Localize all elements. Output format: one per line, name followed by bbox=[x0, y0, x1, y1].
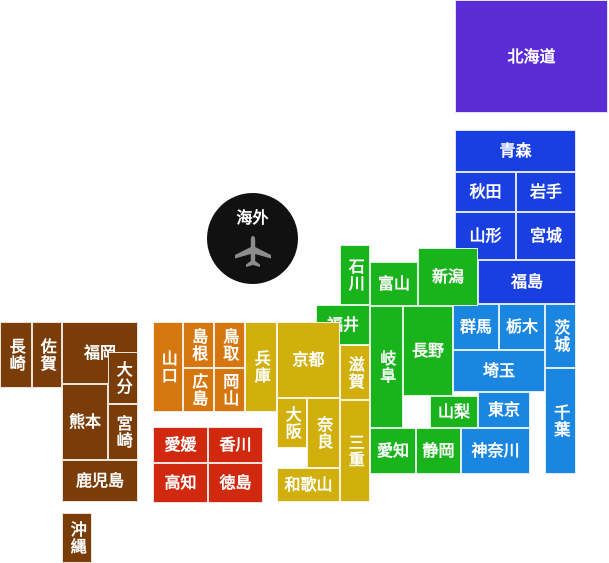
pref-akita[interactable]: 秋田 bbox=[455, 172, 516, 212]
pref-shiga[interactable]: 滋賀 bbox=[340, 345, 370, 400]
pref-mie[interactable]: 三重 bbox=[340, 400, 370, 502]
pref-hyogo[interactable]: 兵庫 bbox=[245, 322, 277, 412]
pref-fukushima[interactable]: 福島 bbox=[478, 260, 576, 304]
pref-ehime[interactable]: 愛媛 bbox=[153, 427, 208, 463]
pref-saitama[interactable]: 埼玉 bbox=[453, 350, 545, 392]
pref-wakayama[interactable]: 和歌山 bbox=[277, 468, 340, 502]
pref-hiroshima[interactable]: 広島 bbox=[183, 368, 214, 412]
pref-yamaguchi[interactable]: 山口 bbox=[153, 322, 183, 412]
pref-iwate[interactable]: 岩手 bbox=[516, 172, 576, 212]
pref-kagoshima[interactable]: 鹿児島 bbox=[62, 460, 138, 502]
pref-ibaraki[interactable]: 茨城 bbox=[545, 304, 576, 368]
overseas-button[interactable]: 海外 bbox=[207, 193, 298, 284]
pref-okinawa[interactable]: 沖縄 bbox=[62, 513, 92, 563]
pref-saga[interactable]: 佐賀 bbox=[32, 322, 62, 388]
pref-toyama[interactable]: 富山 bbox=[370, 262, 418, 306]
pref-miyazaki[interactable]: 宮崎 bbox=[108, 404, 138, 460]
pref-shizuoka[interactable]: 静岡 bbox=[416, 428, 461, 474]
pref-tottori[interactable]: 鳥取 bbox=[214, 322, 245, 368]
pref-niigata[interactable]: 新潟 bbox=[418, 248, 478, 306]
pref-nagasaki[interactable]: 長崎 bbox=[0, 322, 32, 388]
overseas-label: 海外 bbox=[236, 207, 269, 227]
pref-ishikawa[interactable]: 石川 bbox=[340, 245, 370, 305]
pref-kumamoto[interactable]: 熊本 bbox=[62, 384, 108, 460]
pref-osaka[interactable]: 大阪 bbox=[277, 398, 307, 448]
pref-hokkaido[interactable]: 北海道 bbox=[455, 0, 608, 113]
pref-miyagi[interactable]: 宮城 bbox=[516, 212, 576, 260]
pref-nara[interactable]: 奈良 bbox=[307, 398, 340, 468]
pref-nagano[interactable]: 長野 bbox=[403, 306, 453, 396]
pref-shimane[interactable]: 島根 bbox=[183, 322, 214, 368]
pref-chiba[interactable]: 千葉 bbox=[545, 368, 576, 474]
pref-aomori[interactable]: 青森 bbox=[455, 130, 576, 172]
pref-aichi[interactable]: 愛知 bbox=[370, 428, 416, 474]
pref-kochi[interactable]: 高知 bbox=[153, 463, 208, 503]
pref-okayama[interactable]: 岡山 bbox=[214, 368, 245, 412]
pref-tokyo[interactable]: 東京 bbox=[478, 392, 530, 428]
pref-gifu[interactable]: 岐阜 bbox=[370, 306, 403, 428]
pref-oita[interactable]: 大分 bbox=[108, 352, 138, 404]
pref-kyoto[interactable]: 京都 bbox=[277, 322, 340, 398]
pref-gunma[interactable]: 群馬 bbox=[453, 304, 499, 350]
pref-tokushima[interactable]: 徳島 bbox=[208, 463, 263, 503]
pref-kagawa[interactable]: 香川 bbox=[208, 427, 263, 463]
pref-kanagawa[interactable]: 神奈川 bbox=[461, 428, 530, 474]
pref-yamanashi[interactable]: 山梨 bbox=[430, 396, 478, 428]
pref-tochigi[interactable]: 栃木 bbox=[499, 304, 545, 350]
airplane-icon bbox=[232, 234, 274, 274]
